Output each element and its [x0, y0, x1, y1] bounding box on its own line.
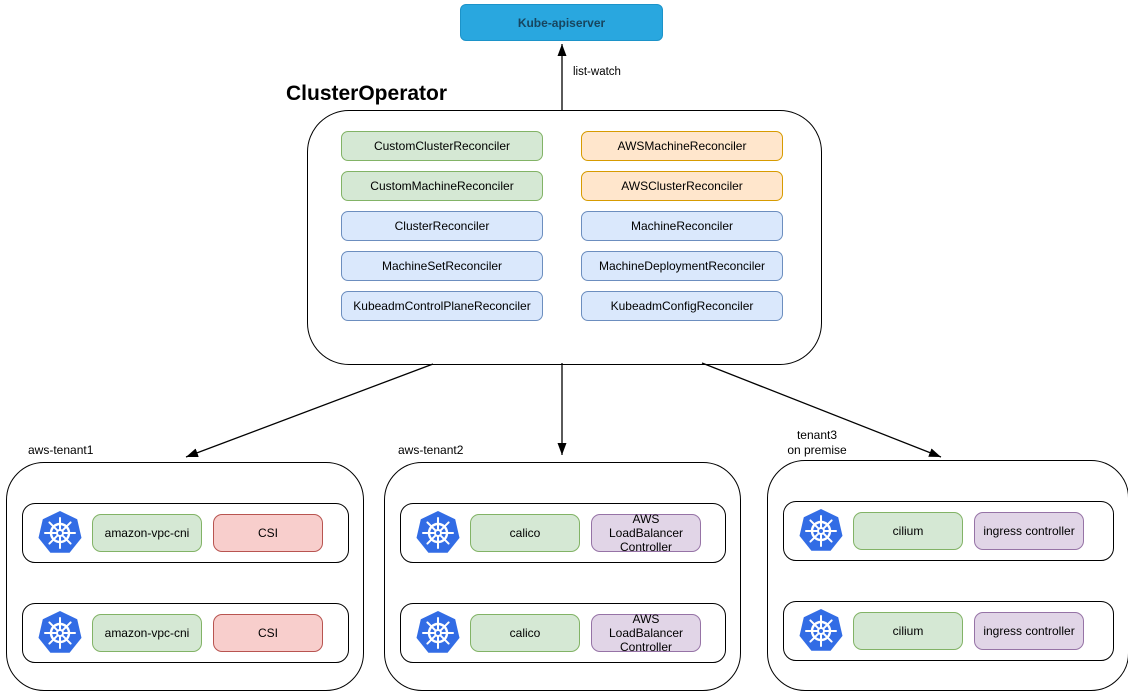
cluster-row: amazon-vpc-cni CSI	[22, 503, 349, 563]
reconciler-box: CustomClusterReconciler	[341, 131, 543, 161]
cluster-operator-title: ClusterOperator	[286, 82, 448, 105]
tenant-box-aws-tenant2: calico AWS LoadBalancer Controller calic…	[384, 462, 741, 691]
component-box: CSI	[213, 614, 323, 652]
tenant-label: aws-tenant2	[398, 443, 464, 457]
component-box: ingress controller	[974, 512, 1084, 550]
cluster-row: cilium ingress controller	[783, 601, 1114, 661]
reconciler-box: MachineDeploymentReconciler	[581, 251, 783, 281]
cluster-operator-container: CustomClusterReconciler CustomMachineRec…	[307, 110, 822, 365]
component-box: amazon-vpc-cni	[92, 514, 202, 552]
tenant-label-line: on premise	[787, 443, 847, 457]
reconciler-box: MachineSetReconciler	[341, 251, 543, 281]
tenant-label: aws-tenant1	[28, 443, 94, 457]
tenant-label-line: tenant3	[796, 428, 838, 442]
reconciler-box: KubeadmControlPlaneReconciler	[341, 291, 543, 321]
cluster-row: calico AWS LoadBalancer Controller	[400, 603, 726, 663]
cluster-row: cilium ingress controller	[783, 501, 1114, 561]
component-box: AWS LoadBalancer Controller	[591, 612, 701, 654]
kubernetes-icon	[414, 509, 462, 557]
kubernetes-icon	[36, 509, 84, 557]
tenant-box-aws-tenant1: amazon-vpc-cni CSI amazon-vpc-cni CSI	[6, 462, 364, 691]
kubernetes-icon	[414, 609, 462, 657]
list-watch-label: list-watch	[573, 66, 621, 78]
reconciler-box: CustomMachineReconciler	[341, 171, 543, 201]
component-box: CSI	[213, 514, 323, 552]
cluster-row: amazon-vpc-cni CSI	[22, 603, 349, 663]
reconciler-box: KubeadmConfigReconciler	[581, 291, 783, 321]
kubernetes-icon	[797, 507, 845, 555]
kubernetes-icon	[797, 607, 845, 655]
component-box: calico	[470, 514, 580, 552]
reconciler-box: AWSClusterReconciler	[581, 171, 783, 201]
component-box: AWS LoadBalancer Controller	[591, 512, 701, 554]
component-box: cilium	[853, 512, 963, 550]
component-box: cilium	[853, 612, 963, 650]
tenant-box-tenant3-on-premise: cilium ingress controller cilium ingress…	[767, 460, 1128, 691]
component-box: calico	[470, 614, 580, 652]
component-box: amazon-vpc-cni	[92, 614, 202, 652]
edge-to-tenant1	[185, 363, 434, 458]
kubernetes-icon	[36, 609, 84, 657]
reconciler-box: ClusterReconciler	[341, 211, 543, 241]
tenant-label: tenant3 on premise	[782, 428, 852, 458]
component-box: ingress controller	[974, 612, 1084, 650]
reconciler-box: AWSMachineReconciler	[581, 131, 783, 161]
kube-apiserver-node: Kube-apiserver	[460, 4, 663, 41]
cluster-row: calico AWS LoadBalancer Controller	[400, 503, 726, 563]
reconciler-box: MachineReconciler	[581, 211, 783, 241]
